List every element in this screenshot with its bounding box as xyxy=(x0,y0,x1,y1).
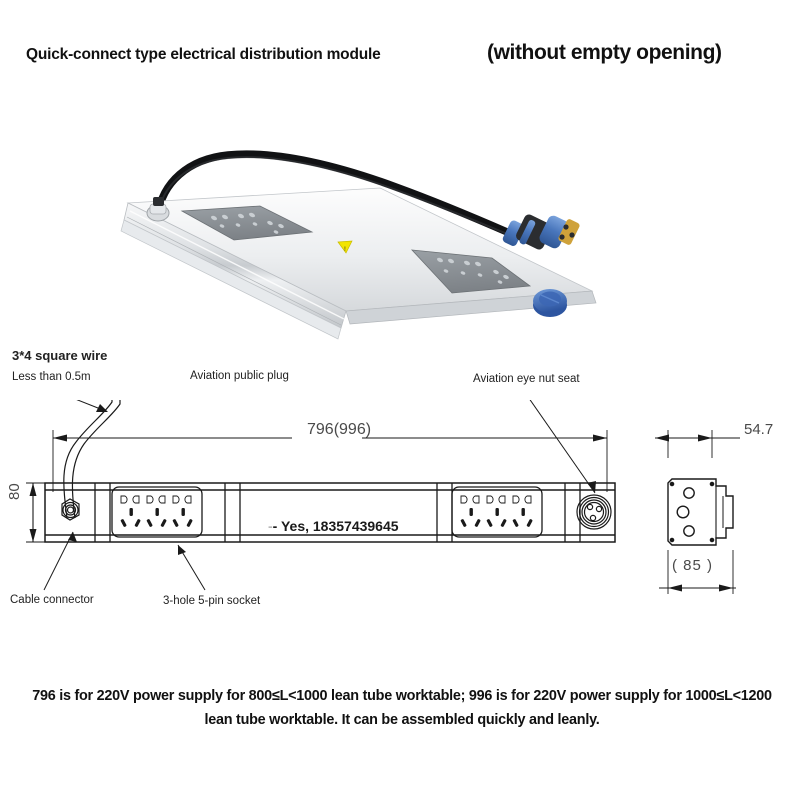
drawing-socket-group-2 xyxy=(460,495,533,527)
dimension-line-length xyxy=(52,430,608,492)
caption-line-1: 796 is for 220V power supply for 800≤L<1… xyxy=(32,688,611,704)
callout-leader-lines xyxy=(43,400,596,591)
drawing-cross-section xyxy=(667,478,734,546)
annotation-wire-spec: 3*4 square wire xyxy=(12,348,108,363)
title-qualifier: (without empty opening) xyxy=(487,41,722,64)
photo-power-cable xyxy=(154,150,518,239)
photo-warning-triangle-icon: ! xyxy=(337,240,353,254)
marking-dash: - xyxy=(268,518,273,534)
caption-line-2: supply for 1000≤L<1200 lean tube worktab… xyxy=(204,688,773,728)
marking-value: - Yes, 18357439645 xyxy=(272,518,399,534)
photo-socket-plate-2 xyxy=(410,249,532,294)
drawing-dividers xyxy=(94,483,581,542)
svg-text:!: ! xyxy=(344,247,346,253)
drawing-body-outline xyxy=(44,482,616,543)
dimension-length-label: 796(996) xyxy=(307,421,372,438)
drawing-power-cable xyxy=(63,400,121,519)
drawing-aviation-socket xyxy=(576,494,612,530)
photo-socket-plate-1 xyxy=(180,205,314,241)
product-photo: ! xyxy=(110,125,610,340)
drawing-socket-group-1 xyxy=(120,495,193,527)
footer-caption: 796 is for 220V power supply for 800≤L<1… xyxy=(26,684,778,732)
technical-drawing xyxy=(0,400,800,630)
photo-aviation-socket-cap xyxy=(533,289,567,317)
dimension-width-label: ( 85 ) xyxy=(672,557,714,574)
annotation-eye-nut-seat: Aviation eye nut seat xyxy=(473,373,580,385)
photo-aviation-plug xyxy=(502,214,580,250)
header: Quick-connect type electrical distributi… xyxy=(0,41,800,90)
annotation-socket-type: 3-hole 5-pin socket xyxy=(163,595,261,607)
drawing-socket-panel-2 xyxy=(451,486,543,538)
drawing-socket-panel-1 xyxy=(111,486,203,538)
annotation-cable-connector: Cable connector xyxy=(10,594,94,606)
drawing-cable-connector xyxy=(61,498,80,521)
annotation-wire-length: Less than 0.5m xyxy=(12,371,91,383)
product-marking-text: -- Yes, 18357439645 xyxy=(268,518,399,534)
page-title: Quick-connect type electrical distributi… xyxy=(26,46,381,63)
dimension-depth-label: 54.7 xyxy=(744,421,774,438)
dimension-line-depth xyxy=(655,430,740,458)
annotation-aviation-plug: Aviation public plug xyxy=(190,370,289,382)
photo-cable-gland xyxy=(146,197,170,222)
dimension-line-width xyxy=(659,550,736,594)
dimension-line-height xyxy=(26,482,45,543)
